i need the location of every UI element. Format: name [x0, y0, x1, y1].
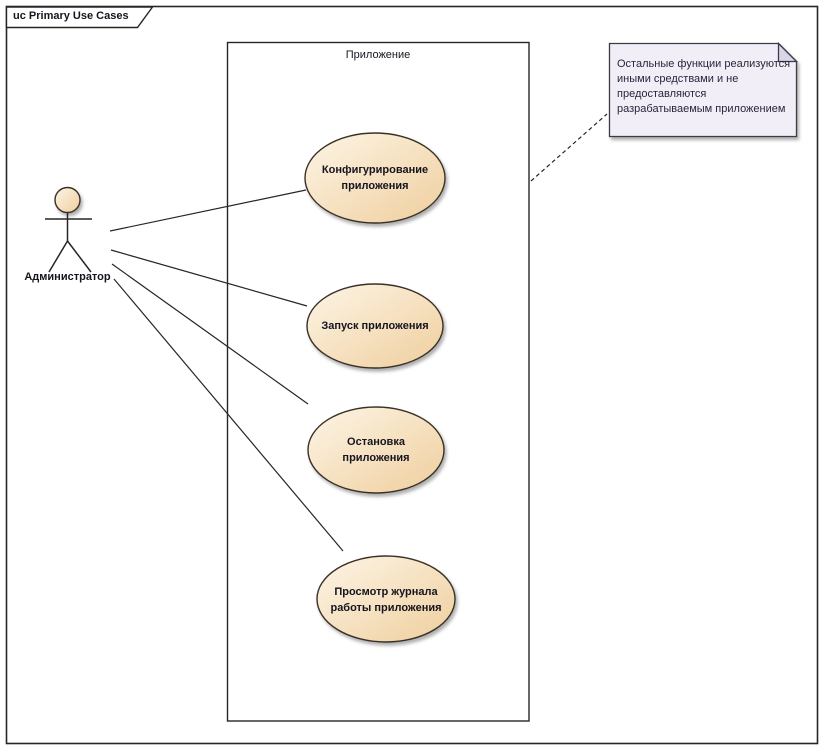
use-case-stop-ellipse: [307, 406, 445, 494]
actor-head: [54, 186, 81, 214]
association-start: [110, 249, 308, 307]
use-case-configure-label: Конфигурирование приложения: [321, 164, 429, 192]
note-body: [608, 42, 798, 138]
diagram-frame: [5, 5, 819, 745]
note-fold-corner-icon: [777, 41, 799, 63]
use-case-start-ellipse: [306, 283, 444, 369]
use-case-stop-label: Остановка приложения: [342, 436, 410, 464]
actor-right-leg: [66, 240, 92, 273]
note-shape: [608, 41, 799, 138]
association-configure: [109, 189, 307, 232]
use-case-view-log-ellipse: [316, 555, 456, 643]
actor-left-leg: [48, 240, 69, 273]
frame-title: uc Primary Use Cases: [13, 10, 129, 22]
note-anchor-line: [530, 113, 608, 182]
use-case-configure-ellipse: [304, 132, 446, 224]
use-case-view-log-label: Просмотр журнала работы приложения: [330, 585, 442, 614]
use-case-start-label: Запуск приложения: [321, 320, 429, 332]
actor-label: Администратор: [24, 271, 111, 283]
system-boundary-label: Приложение: [345, 49, 411, 61]
note-text: Остальные функции реализуются иными сред…: [617, 58, 791, 115]
association-view-log: [113, 278, 344, 552]
frame-title-tab: [5, 6, 154, 29]
actor-figure: [45, 186, 92, 273]
association-stop: [111, 263, 309, 405]
